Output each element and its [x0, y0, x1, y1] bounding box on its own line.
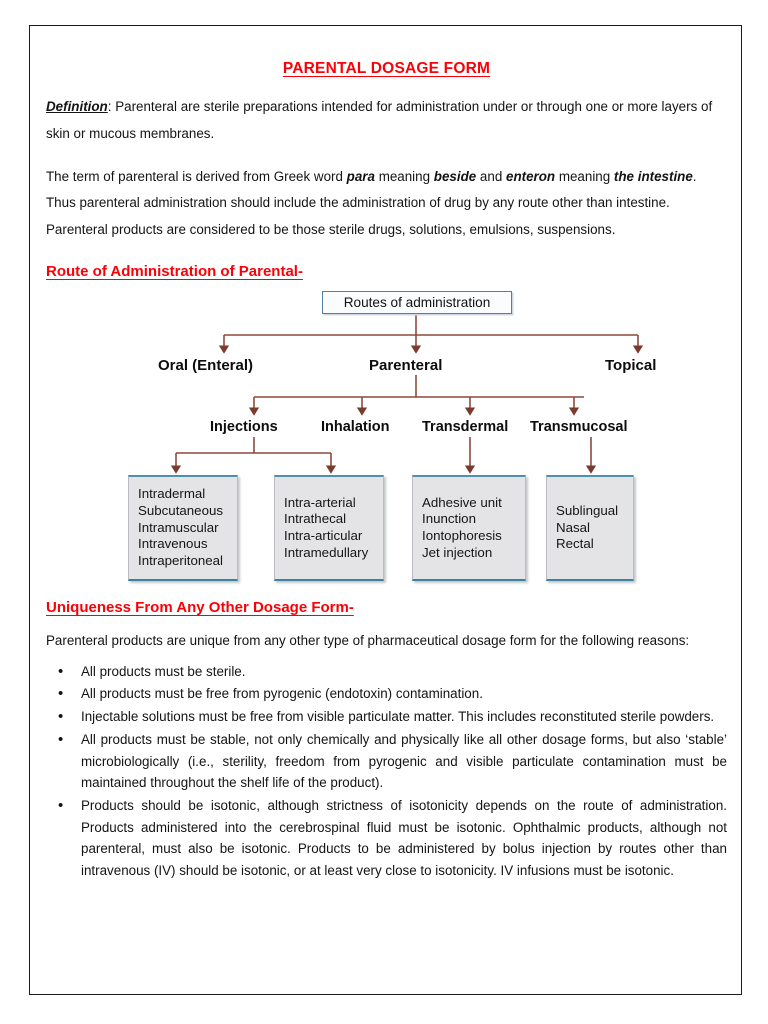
list-item: Injectable solutions must be free from v… — [46, 705, 727, 729]
route-section-heading-wrap: Route of Administration of Parental- — [46, 263, 727, 281]
origin-emphasis-intestine: the intestine — [613, 168, 693, 184]
leaf-item: Intravenous — [138, 536, 208, 552]
list-item: All products must be free from pyrogenic… — [46, 682, 727, 706]
uniqueness-section-heading-wrap: Uniqueness From Any Other Dosage Form- — [46, 599, 727, 617]
list-item: Products should be isotonic, although st… — [46, 794, 727, 882]
leaf-item: Intradermal — [138, 486, 206, 502]
diagram-node-topical: Topical — [605, 357, 657, 375]
diagram-node-transmucosal: Transmucosal — [530, 419, 628, 436]
diagram-node-oral: Oral (Enteral) — [158, 357, 254, 375]
origin-text-2: meaning — [374, 168, 434, 184]
origin-paragraph: The term of parenteral is derived from G… — [46, 164, 727, 244]
definition-paragraph: Definition: Parenteral are sterile prepa… — [46, 94, 727, 148]
leaf-item: Subcutaneous — [138, 502, 224, 518]
origin-text-3: and — [476, 168, 506, 184]
definition-separator: : — [107, 99, 116, 114]
diagram-leaf-box-injections-2: Intra-arterial Intrathecal Intra-articul… — [274, 475, 384, 582]
diagram-leaf-box-injections-1: Intradermal Subcutaneous Intramuscular I… — [128, 475, 238, 582]
diagram-connectors — [170, 313, 644, 474]
uniqueness-section-heading: Uniqueness From Any Other Dosage Form- — [46, 599, 354, 617]
diagram-leaf-box-transmucosal: Sublingual Nasal Rectal — [546, 475, 634, 582]
leaf-item: Inunction — [422, 511, 476, 527]
list-item: All products must be stable, not only ch… — [46, 728, 727, 794]
diagram-node-transdermal: Transdermal — [422, 419, 509, 436]
route-section-heading: Route of Administration of Parental- — [46, 263, 303, 281]
definition-text: Parenteral are sterile preparations inte… — [46, 99, 713, 141]
leaf-item: Intraperitoneal — [138, 553, 224, 569]
definition-label: Definition — [46, 99, 108, 114]
diagram-node-injections: Injections — [210, 419, 278, 436]
uniqueness-intro-paragraph: Parenteral products are unique from any … — [46, 633, 690, 649]
leaf-item: Intra-arterial — [284, 494, 356, 510]
origin-emphasis-para: para — [346, 168, 375, 184]
diagram-leaf-box-transdermal: Adhesive unit Inunction Iontophoresis Je… — [412, 475, 526, 582]
origin-text-5: . Thus parenteral administration should … — [46, 168, 697, 238]
diagram-root-box: Routes of administration — [322, 291, 512, 315]
origin-emphasis-beside: beside — [433, 168, 477, 184]
page-border-frame: PARENTAL DOSAGE FORM Definition: Parente… — [29, 25, 742, 995]
origin-emphasis-enteron: enteron — [506, 168, 556, 184]
leaf-item: Iontophoresis — [422, 528, 502, 544]
leaf-item: Adhesive unit — [422, 494, 502, 510]
leaf-item: Intramedullary — [284, 544, 369, 560]
leaf-item: Intramuscular — [138, 519, 219, 535]
diagram-node-parenteral: Parenteral — [369, 357, 443, 375]
list-item: All products must be sterile. — [46, 660, 727, 684]
uniqueness-bullet-list: All products must be sterile. All produc… — [46, 660, 727, 882]
diagram-node-inhalation: Inhalation — [321, 419, 390, 436]
leaf-item: Intrathecal — [284, 511, 347, 527]
origin-text-1: The term of parenteral is derived from G… — [46, 168, 347, 184]
leaf-item: Nasal — [556, 519, 590, 535]
origin-text-4: meaning — [555, 168, 614, 184]
leaf-item: Sublingual — [556, 502, 619, 518]
leaf-item: Intra-articular — [284, 528, 363, 544]
routes-of-administration-diagram: Routes of administration Oral (Enteral) … — [46, 287, 727, 597]
page-title: PARENTAL DOSAGE FORM — [282, 60, 491, 77]
page-content: PARENTAL DOSAGE FORM Definition: Parente… — [46, 36, 727, 986]
leaf-item: Jet injection — [422, 544, 493, 560]
leaf-item: Rectal — [556, 536, 594, 552]
